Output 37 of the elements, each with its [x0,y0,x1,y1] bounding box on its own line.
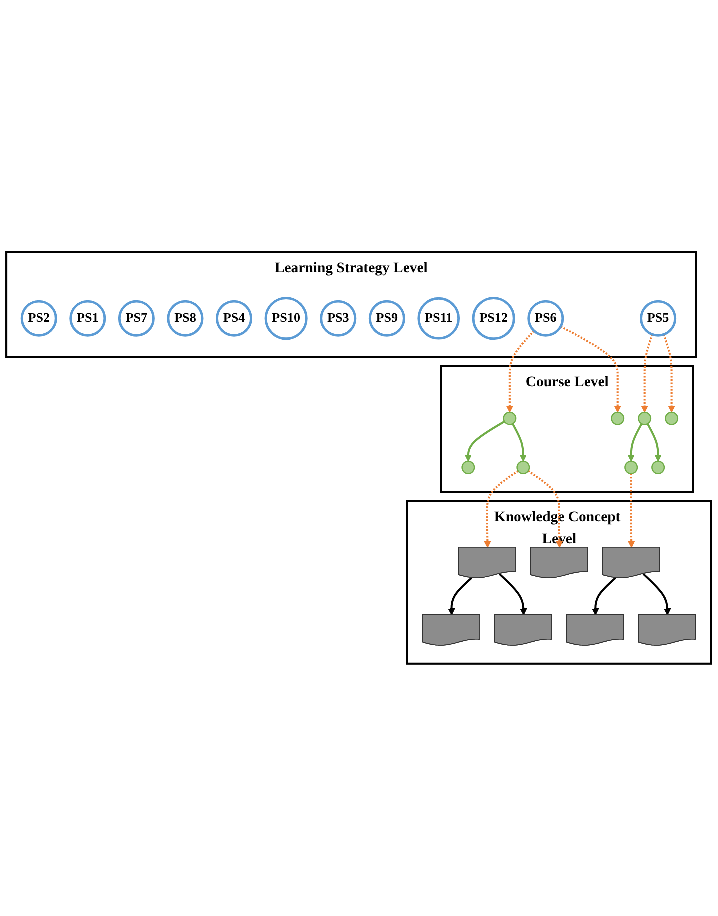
arrow [628,474,636,548]
arrow [484,470,519,548]
cluster: Course Level [440,365,694,494]
node-circle: PS9 [368,300,406,337]
arrow [641,334,654,413]
node-circle: PS1 [70,300,106,337]
cluster: Knowledge Concept Level [406,500,712,665]
node-circle [638,412,652,426]
node-circle [665,412,679,426]
arrow [662,334,676,413]
node-circle [624,460,638,474]
node-circle: PS2 [20,300,58,337]
arrow [448,577,473,616]
arrow [512,424,527,462]
node-circle: PS7 [118,300,155,337]
node-circle [652,460,666,474]
node-circle: PS4 [216,300,253,337]
node-circle: PS11 [418,297,460,340]
node-circle [516,460,530,474]
arrow [628,424,643,462]
arrow [498,573,528,616]
arrow [528,470,564,548]
node-circle: PS5 [640,300,677,337]
arrow [464,420,506,462]
arrow [560,326,622,413]
node-circle [611,412,625,426]
node-circle [462,460,476,474]
arrow [646,424,662,462]
node-circle: PS12 [472,297,516,340]
node-circle: PS6 [528,300,564,337]
node-circle: PS3 [320,300,357,337]
arrow [642,573,672,616]
arrow [506,330,536,413]
node-circle [503,412,517,426]
node-circle: PS8 [167,300,204,337]
node-circle: PS10 [264,297,308,340]
arrow [592,577,616,616]
